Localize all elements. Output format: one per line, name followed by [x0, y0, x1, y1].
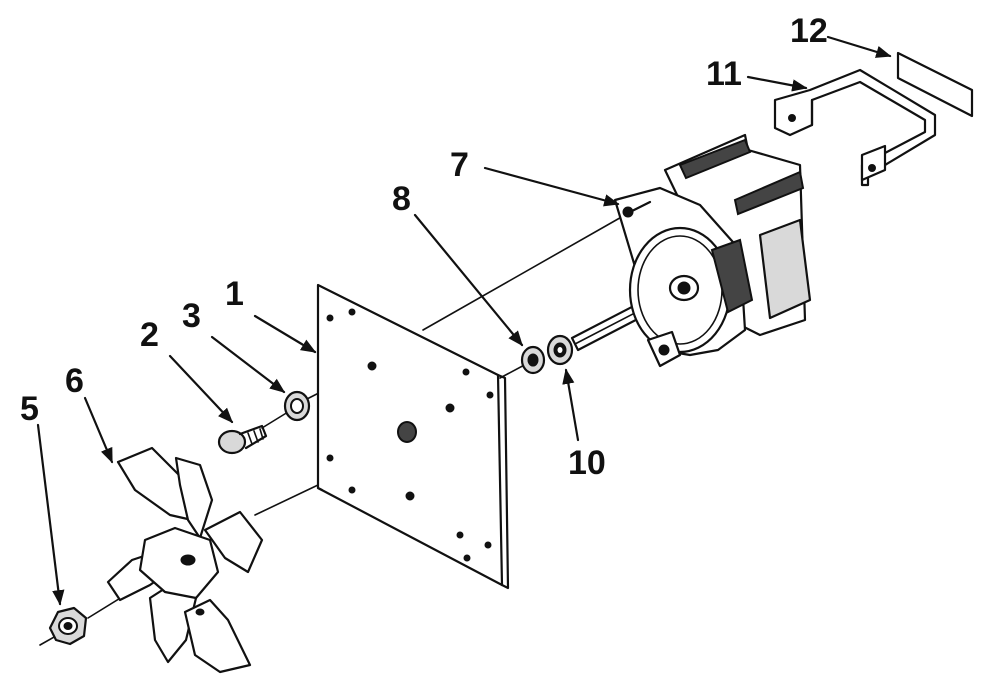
leader-arrows [36, 35, 892, 606]
callout-7: 7 [450, 146, 469, 184]
leader-arrow-10 [562, 368, 580, 442]
washer-part [283, 390, 311, 422]
spacer-washer-8 [520, 345, 546, 375]
leader-arrow-6 [83, 396, 114, 464]
leader-arrow-5 [36, 423, 65, 606]
spacer-washer-10 [546, 334, 574, 366]
mounting-plate-part [316, 283, 510, 590]
callout-6: 6 [65, 362, 84, 400]
axis-line-fan-plate [254, 484, 319, 516]
bracket-part [773, 68, 937, 187]
callout-3: 3 [182, 297, 201, 335]
leader-arrow-11 [746, 75, 808, 92]
callout-1: 1 [225, 275, 244, 313]
callout-8: 8 [392, 180, 411, 218]
leader-arrow-1 [253, 314, 317, 354]
leader-arrow-12 [826, 35, 892, 58]
leader-arrow-3 [210, 335, 286, 394]
fan-hub-hole [180, 554, 196, 566]
axis-line-plate-motor-top [422, 214, 626, 331]
label-plate-part [896, 51, 974, 118]
screw-part [217, 424, 268, 455]
axis-line-screw [261, 411, 289, 429]
callout-10: 10 [568, 444, 606, 482]
nut-part [48, 606, 88, 646]
motor-part [570, 133, 812, 368]
callout-2: 2 [140, 316, 159, 354]
callout-labels: 1 2 3 5 6 7 8 10 11 12 [20, 12, 828, 482]
leader-arrow-2 [168, 354, 234, 424]
leader-arrow-7 [483, 166, 620, 207]
callout-11: 11 [706, 55, 742, 93]
callout-12: 12 [790, 12, 828, 50]
callout-5: 5 [20, 390, 39, 428]
leader-arrow-8 [413, 213, 524, 347]
fan-blade-part [106, 446, 264, 674]
